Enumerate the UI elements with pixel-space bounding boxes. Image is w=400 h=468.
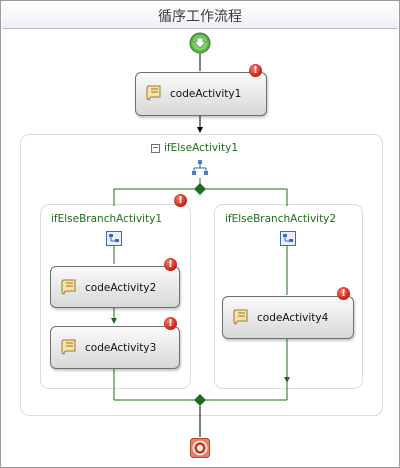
split-diamond <box>194 183 206 195</box>
code-activity-2-label: codeActivity2 <box>85 282 157 294</box>
code-activity-2[interactable]: codeActivity2 <box>50 266 180 308</box>
ifelse-branch-1-label: ifElseBranchActivity1 <box>51 213 163 225</box>
error-icon[interactable]: ! <box>164 317 177 330</box>
code-activity-1[interactable]: codeActivity1 <box>135 72 267 116</box>
code-activity-3-label: codeActivity3 <box>85 342 157 354</box>
code-scroll-icon <box>146 85 161 101</box>
code-activity-1-label: codeActivity1 <box>170 88 242 100</box>
start-arrow-icon <box>189 32 211 54</box>
ifelse-activity-label: ifElseActivity1 <box>164 142 239 154</box>
workflow-title: 循序工作流程 <box>158 9 242 25</box>
error-icon[interactable]: ! <box>164 258 177 271</box>
code-scroll-icon <box>61 279 76 295</box>
ifelse-collapse-toggle[interactable]: − <box>151 143 160 153</box>
code-activity-4[interactable]: codeActivity4 <box>222 296 354 339</box>
branch-1-condition-icon <box>106 231 122 246</box>
error-icon[interactable]: ! <box>249 64 262 77</box>
code-scroll-icon <box>233 309 248 325</box>
error-icon[interactable]: ! <box>337 287 350 300</box>
code-scroll-icon <box>61 339 76 355</box>
ifelse-icon <box>192 160 208 175</box>
join-diamond <box>194 394 206 406</box>
code-activity-3[interactable]: codeActivity3 <box>50 326 180 369</box>
error-icon[interactable]: ! <box>174 194 187 207</box>
code-activity-4-label: codeActivity4 <box>257 312 329 324</box>
ifelse-branch-2-label: ifElseBranchActivity2 <box>225 213 337 225</box>
designer-header: 循序工作流程 <box>2 2 398 29</box>
stop-icon <box>190 438 210 458</box>
branch-2-condition-icon <box>280 231 296 246</box>
